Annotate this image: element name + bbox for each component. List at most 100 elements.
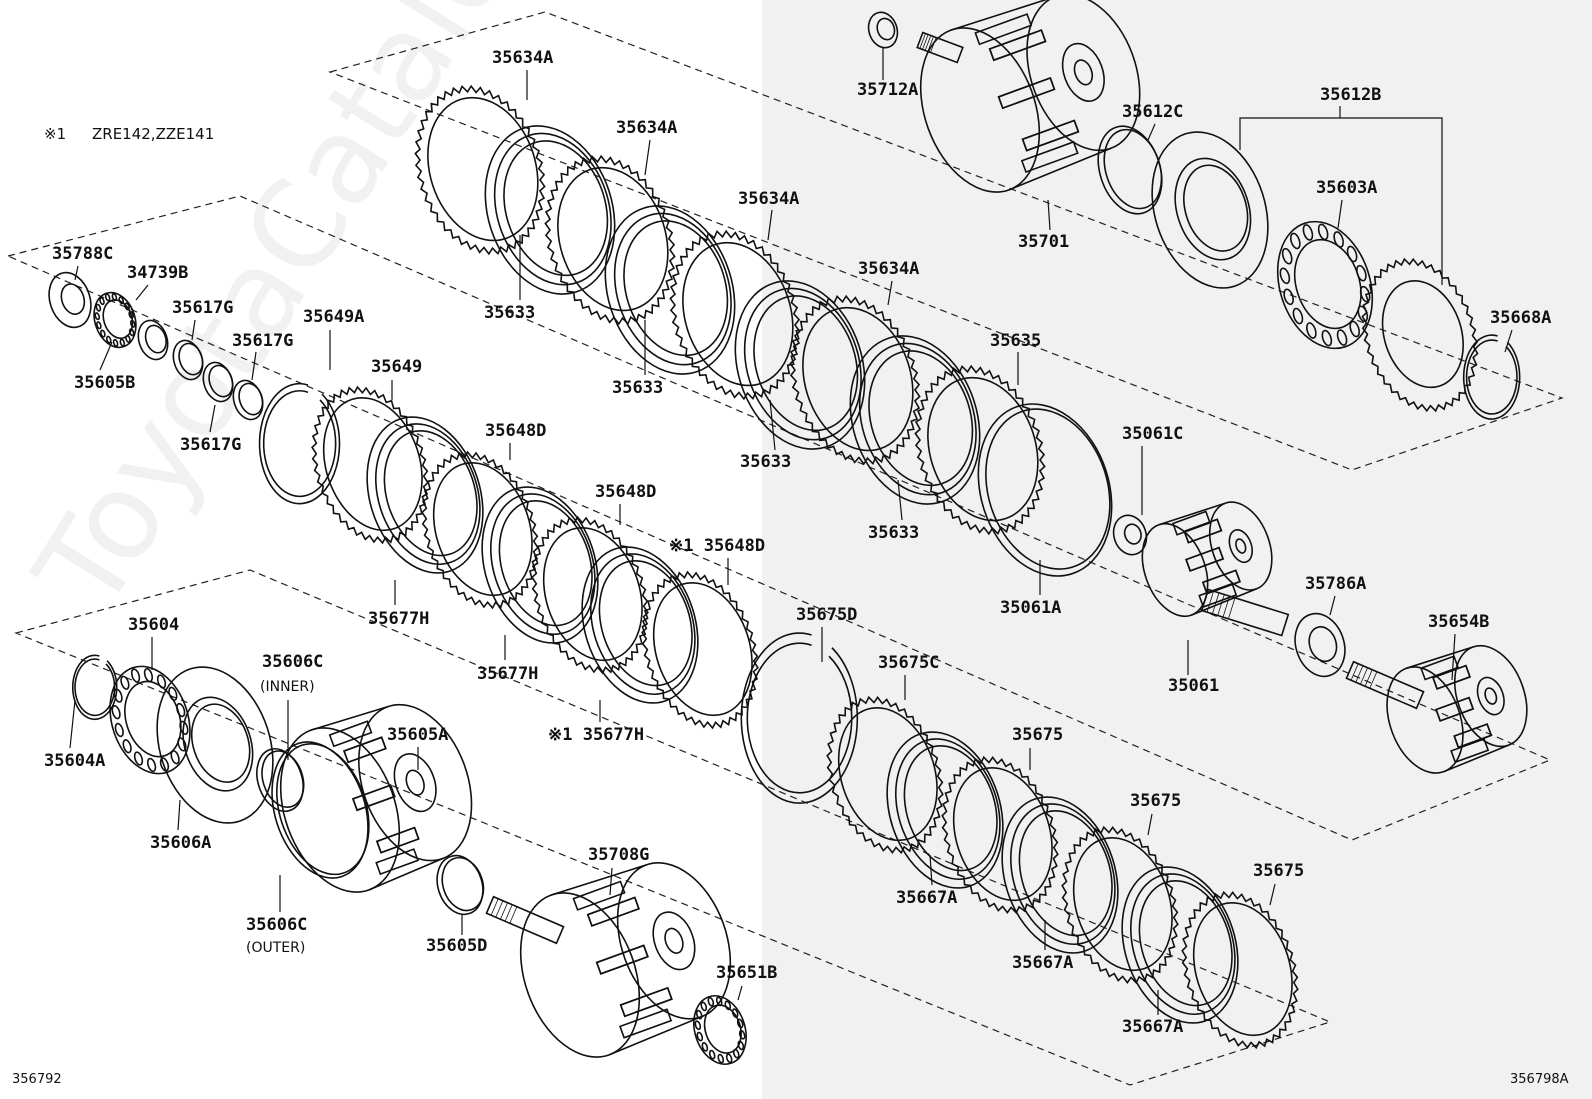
part-label-35786A: 35786A [1305,574,1366,594]
part-label-35648D-1: 35648D [485,421,546,441]
leader-line [1047,199,1051,231]
leader-line [1147,123,1156,141]
one-way-clutch-35604 [109,665,191,775]
hub-35654B [1386,644,1528,774]
part-label-35603A: 35603A [1316,178,1377,198]
part-label-35617G-1: 35617G [172,298,233,318]
piston-35612B [1151,131,1269,289]
piston-35606A [156,666,274,824]
shaft-35708G [485,895,565,945]
seal-35061C [1112,514,1148,556]
o-ring-35606C-outer [271,741,370,879]
part-label-35634A-1: 35634A [492,48,553,68]
clutch-plate-35634A [789,294,921,466]
clutch-disc-35633 [604,205,736,375]
part-label-35605D: 35605D [426,936,487,956]
part-label-35701: 35701 [1018,232,1069,252]
part-label-35605B: 35605B [74,373,135,393]
part-label-35675-2: 35675 [1130,791,1181,811]
leader-line [99,341,113,371]
flange-35675C [826,695,944,855]
part-label-35667A-3: 35667A [1122,1017,1183,1037]
parts-drawings [48,0,1528,1065]
part-label-35648D-2: 35648D [595,482,656,502]
part-label-35605A: 35605A [387,725,448,745]
note-mark: ※1 [44,125,66,143]
part-label-35675-3: 35675 [1253,861,1304,881]
part-label-35677H-1: 35677H [368,609,429,629]
spring-retainer-35603A [1276,220,1374,350]
leader-line [1337,199,1343,229]
labels-layer: 35634A35634A35634A35634A3563335633356333… [44,48,1551,1037]
part-label-35061A: 35061A [1000,598,1061,618]
part-label-35634A-4: 35634A [858,259,919,279]
part-label-35633-2: 35633 [612,378,663,398]
group-bracket-35612B [1239,117,1443,285]
leader-lines [69,48,1513,1015]
part-label-35708G: 35708G [588,845,649,865]
plate-35675 [1061,825,1179,985]
leader-line [929,854,933,886]
disc-35677H [366,416,484,574]
part-label-35634A-2: 35634A [616,118,677,138]
disc-35677H [581,546,699,704]
leader-line [191,319,196,341]
clutch-plate-35634A [544,154,676,326]
part-label-35667A-2: 35667A [1012,953,1073,973]
code-left: 356792 [12,1072,62,1087]
ring-35617G [232,379,264,421]
snap-ring-35649A [258,382,341,505]
part-label-35061C: 35061C [1122,424,1183,444]
part-label-35635: 35635 [990,331,1041,351]
leader-line [1329,595,1336,616]
part-label-35648D-3: ※1 35648D [669,536,765,556]
clutch-flange-35635 [914,364,1046,536]
bearing-35651B [693,995,747,1065]
ring-35617G [172,339,204,381]
part-label-35633-4: 35633 [868,523,919,543]
leader-line [177,799,181,831]
clutch-plate-35634A [414,84,546,256]
sublabel-inner: (INNER) [260,679,315,695]
leader-line [74,265,79,281]
seal-35712A [867,11,899,49]
shaft-35061 [1200,588,1290,637]
ring-35617G [202,361,234,403]
leader-line [251,351,257,381]
leader-line [1269,883,1276,906]
dashed-frame [14,569,1332,1086]
leader-line [135,284,149,301]
hub-35061 [1141,501,1273,618]
part-label-35061: 35061 [1168,676,1219,696]
part-label-35633-1: 35633 [484,303,535,323]
o-ring-35605D [436,854,485,916]
code-right: 356798A [1510,1072,1569,1087]
part-label-35617G-3: 35617G [180,435,241,455]
leader-line [644,139,651,176]
part-label-35606A: 35606A [150,833,211,853]
leader-line [1504,329,1513,353]
part-label-35667A-1: 35667A [896,888,957,908]
shaft-35701 [916,31,964,64]
plate-35648D [641,570,759,730]
dashed-frame [328,11,1564,471]
part-label-35668A: 35668A [1490,308,1551,328]
drum-35708G [519,862,732,1058]
washer-35786A [1294,612,1346,678]
flange-35649 [311,385,429,545]
leader-line [1147,813,1153,836]
retainer-35612B [1361,257,1479,413]
part-label-35675D: 35675D [796,605,857,625]
leader-line [897,479,903,521]
drum-35605A [279,703,473,893]
part-label-35654B: 35654B [1428,612,1489,632]
clutch-disc-35633 [734,280,866,450]
dashed-frame [6,195,1552,841]
washer-35788C [48,271,92,329]
leader-line [69,699,76,749]
part-label-35633-3: 35633 [740,452,791,472]
part-label-35675C: 35675C [878,653,939,673]
leader-line [609,867,613,896]
plate-35675 [941,755,1059,915]
